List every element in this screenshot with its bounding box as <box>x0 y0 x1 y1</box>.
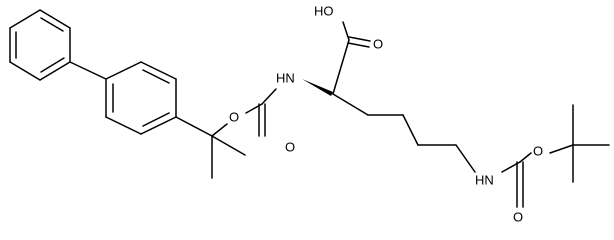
molecule-canvas: HO O HN O O HN O O <box>9 3 610 224</box>
acid-carbonyl-oxygen-label: O <box>373 36 383 51</box>
carbonyl-to-nitrogen-bond <box>261 88 277 105</box>
alpha-to-acid-carbon-bond <box>332 39 350 95</box>
boc-carbonyl-oxygen-label: O <box>513 209 523 224</box>
bond <box>105 116 142 135</box>
ring-to-quaternary-bond <box>175 116 213 137</box>
chain-bond <box>402 114 419 146</box>
structure-drawing: HO O HN O O HN O O <box>9 3 610 224</box>
chain-bond <box>332 93 369 116</box>
carbonyl-to-oxygen-bond <box>519 152 532 163</box>
bond <box>105 61 142 80</box>
acid-c-oh-bond <box>342 21 350 41</box>
biaryl-bond <box>69 61 107 80</box>
phenylene-ring <box>105 61 177 135</box>
oxygen-to-tert-carbon-bond <box>549 144 574 154</box>
bond <box>140 61 177 80</box>
bpoc-carbonyl-oxygen-label: O <box>285 139 295 154</box>
quaternary-to-oxygen-bond <box>211 123 228 137</box>
bond <box>9 61 41 81</box>
bond <box>140 116 177 135</box>
bond <box>39 61 71 81</box>
stereo-wedge-bond <box>302 79 333 96</box>
double-bond-inner <box>40 17 64 32</box>
acid-double-bond <box>348 36 371 42</box>
methyl-bond <box>211 135 246 156</box>
acid-double-bond <box>347 42 370 48</box>
double-bond-inner <box>142 69 170 84</box>
double-bond-inner <box>142 112 170 127</box>
alpha-amine-label: HN <box>276 70 295 85</box>
boc-ester-oxygen-label: O <box>533 143 543 158</box>
bond <box>39 9 71 29</box>
bond <box>9 9 41 29</box>
chain-to-nitrogen-bond <box>455 144 476 173</box>
bpoc-ester-oxygen-label: O <box>229 109 239 124</box>
double-bond-inner <box>40 57 65 73</box>
terminal-phenyl-ring <box>9 9 71 81</box>
hydroxyl-label: HO <box>314 3 334 18</box>
epsilon-amine-label: HN <box>475 172 494 187</box>
